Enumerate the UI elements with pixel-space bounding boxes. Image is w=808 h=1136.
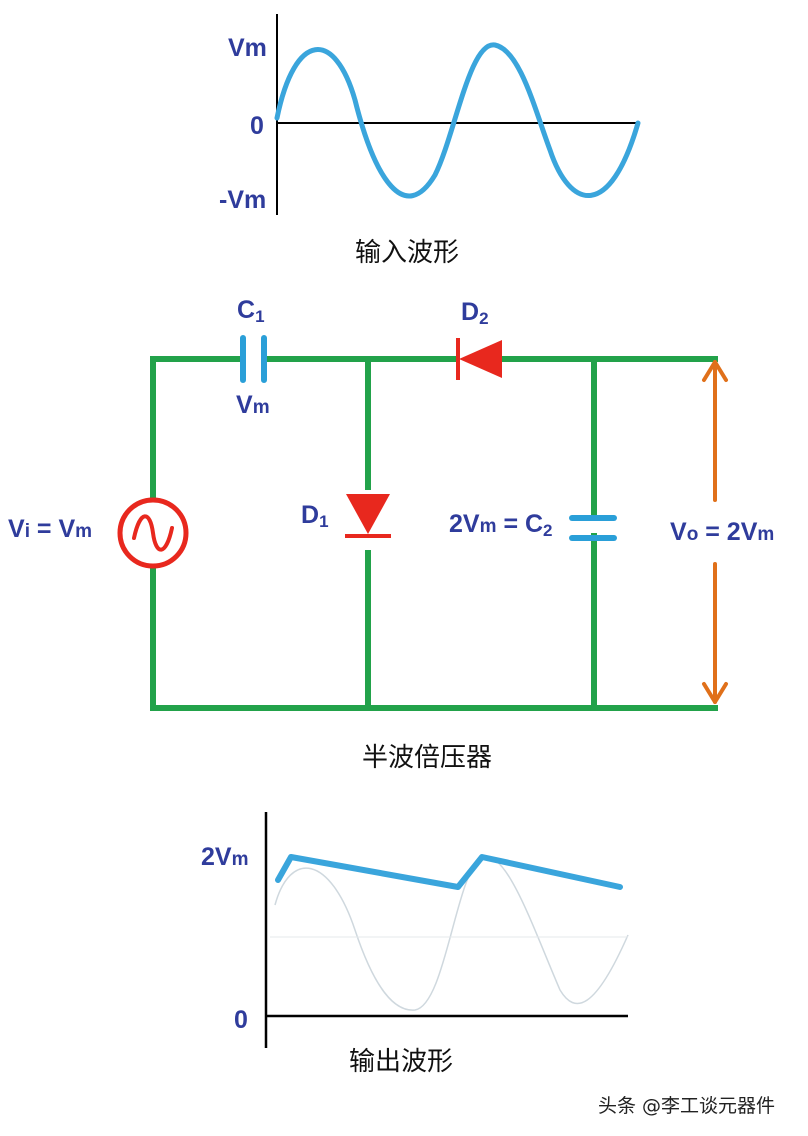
diode-d1 (345, 490, 391, 550)
output-waveform: 2Vm 0 输出波形 (201, 812, 629, 1077)
label-c2: 2Vm = C2 (449, 510, 553, 540)
label-vi: Vi = Vm (8, 515, 92, 543)
output-caption: 输出波形 (349, 1047, 453, 1077)
half-wave-doubler-circuit: C1 Vm D2 D1 Vi = Vm 2Vm = C2 Vo = 2Vm 半波… (8, 296, 774, 773)
output-label-2vm: 2Vm (201, 843, 249, 871)
watermark-text: 头条 @李工谈元器件 (598, 1095, 775, 1117)
capacitor-c2 (569, 515, 617, 541)
output-label-zero: 0 (234, 1006, 248, 1034)
ac-source-icon (117, 497, 189, 569)
label-vo: Vo = 2Vm (670, 518, 774, 546)
input-caption: 输入波形 (355, 238, 459, 268)
input-sine-wave (274, 42, 641, 199)
label-c1: C1 (237, 296, 265, 326)
diode-d2 (456, 338, 502, 380)
circuit-caption: 半波倍压器 (362, 743, 492, 773)
output-ripple-wave (275, 854, 623, 890)
label-d1: D1 (301, 501, 329, 531)
label-c1-voltage: Vm (236, 391, 270, 419)
input-label-vm: Vm (228, 34, 267, 62)
input-waveform: Vm 0 -Vm 输入波形 (219, 14, 641, 268)
input-label-zero: 0 (250, 112, 264, 140)
output-reference-wave (274, 855, 629, 1011)
output-voltage-arrow (702, 360, 728, 704)
input-label-neg-vm: -Vm (219, 186, 266, 214)
capacitor-c1 (240, 335, 267, 383)
label-d2: D2 (461, 298, 489, 328)
